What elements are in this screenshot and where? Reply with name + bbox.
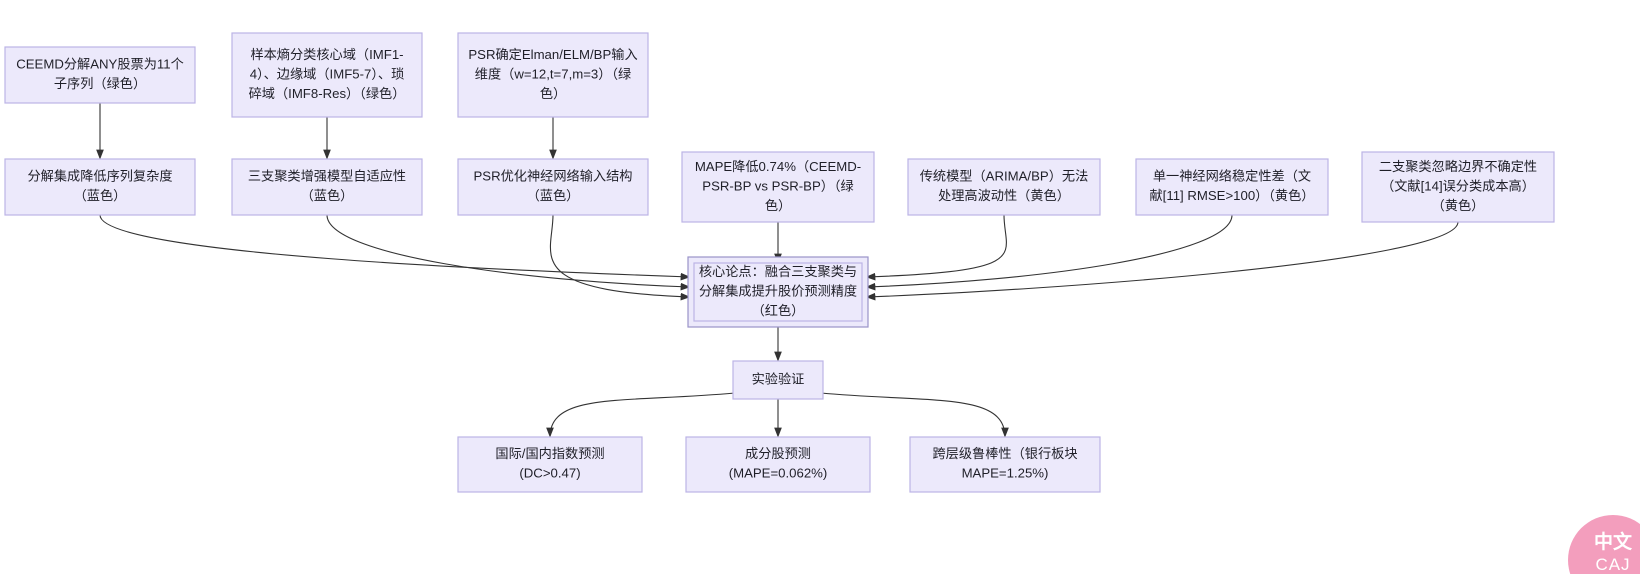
node-box[interactable] — [231, 158, 423, 216]
node-box[interactable] — [909, 436, 1101, 493]
node-r3[interactable]: 跨层级鲁棒性（银行板块 MAPE=1.25%) — [909, 436, 1101, 493]
node-box[interactable] — [907, 158, 1101, 216]
node-label-line: 分解集成提升股价预测精度 — [699, 283, 857, 298]
node-label-line: 核心论点：融合三支聚类与 — [699, 264, 857, 279]
node-label-line: CEEMD分解ANY股票为11个 — [16, 57, 184, 72]
node-label-line: 成分股预测 — [745, 446, 811, 461]
node-box[interactable] — [1361, 151, 1555, 223]
node-box[interactable] — [457, 32, 649, 118]
node-label-line: （红色） — [752, 302, 805, 318]
node-label-line: （蓝色） — [74, 187, 127, 203]
watermark-line2: CAJ — [1595, 555, 1630, 574]
node-box[interactable] — [693, 262, 863, 322]
node-n2[interactable]: 样本熵分类核心域（IMF1- 4）、边缘域（IMF5-7）、琐碎域（IMF8-Re… — [231, 32, 423, 118]
edge-exp-to-r1 — [546, 392, 736, 438]
watermark-line1: 中文 — [1594, 530, 1633, 553]
node-n6[interactable]: PSR优化神经网络输入结构 （蓝色） — [457, 158, 649, 216]
node-label-line: (DC>0.47) — [519, 466, 580, 481]
node-label-line: MAPE降低0.74%（CEEMD- — [695, 159, 861, 174]
edge-exp-to-r3 — [820, 392, 1009, 438]
node-box[interactable] — [231, 32, 423, 118]
node-label-line: 4）、边缘域（IMF5-7）、琐 — [250, 65, 405, 81]
node-label-line: （蓝色） — [301, 187, 354, 203]
node-label-line: 色） — [765, 197, 791, 213]
node-box[interactable] — [4, 46, 196, 104]
node-label-line: 单一神经网络稳定性差（文 — [1153, 169, 1311, 184]
node-label-line: （文献[14]误分类成本高） — [1381, 177, 1535, 193]
edge-n10-to-core — [865, 221, 1459, 301]
node-box[interactable] — [4, 158, 196, 216]
edge-n9-to-core — [865, 214, 1233, 291]
node-box[interactable] — [681, 151, 875, 223]
node-label-line: 色） — [540, 85, 566, 101]
node-label-line: 献[11] RMSE>100）（黄色） — [1149, 187, 1314, 203]
edge-n6-to-core — [549, 214, 691, 301]
node-label-line: （黄色） — [1432, 197, 1485, 213]
node-label-line: 实验验证 — [752, 371, 805, 386]
node-box[interactable] — [732, 360, 824, 400]
node-label-line: 处理高波动性（黄色） — [938, 187, 1070, 203]
node-label-line: PSR-BP vs PSR-BP）（绿 — [702, 178, 853, 193]
edge-n4-to-core — [99, 214, 691, 281]
node-label-line: 分解集成降低序列复杂度 — [27, 169, 172, 184]
node-r2[interactable]: 成分股预测 (MAPE=0.062%) — [685, 436, 871, 493]
watermark: 中文 CAJ — [1568, 515, 1640, 579]
node-box[interactable] — [457, 158, 649, 216]
node-exp[interactable]: 实验验证 — [732, 360, 824, 400]
node-label-line: 碎域（IMF8-Res）（绿色） — [249, 85, 406, 101]
node-label-line: 子序列（绿色） — [54, 75, 146, 91]
watermark-circle — [1568, 515, 1640, 579]
node-n10[interactable]: 二支聚类忽略边界不确定性 （文献[14]误分类成本高） （黄色） — [1361, 151, 1555, 223]
node-box[interactable] — [1135, 158, 1329, 216]
node-label-line: 传统模型（ARIMA/BP）无法 — [920, 169, 1089, 184]
node-box[interactable] — [685, 436, 871, 493]
node-n5[interactable]: 三支聚类增强模型自适应性 （蓝色） — [231, 158, 423, 216]
node-label-line: 样本熵分类核心域（IMF1- — [250, 47, 403, 62]
node-n4[interactable]: 分解集成降低序列复杂度 （蓝色） — [4, 158, 196, 216]
node-label-line: 三支聚类增强模型自适应性 — [248, 169, 406, 184]
node-box[interactable] — [457, 436, 643, 493]
node-label-line: 国际/国内指数预测 — [495, 446, 604, 461]
node-n7[interactable]: MAPE降低0.74%（CEEMD- PSR-BP vs PSR-BP）（绿色） — [681, 151, 875, 223]
node-label-line: 二支聚类忽略边界不确定性 — [1379, 159, 1537, 174]
node-label-line: PSR确定Elman/ELM/BP输入 — [468, 47, 637, 62]
node-label-line: MAPE=1.25%) — [962, 466, 1049, 481]
node-r1[interactable]: 国际/国内指数预测 (DC>0.47) — [457, 436, 643, 493]
edge-n5-to-core — [326, 214, 691, 291]
node-label-line: （蓝色） — [527, 187, 580, 203]
edges-layer — [96, 103, 1459, 438]
edge-n8-to-core — [865, 214, 1007, 281]
node-label-line: PSR优化神经网络输入结构 — [474, 169, 633, 184]
node-label-line: 维度（w=12,t=7,m=3）（绿 — [475, 66, 631, 81]
node-n9[interactable]: 单一神经网络稳定性差（文献[11] RMSE>100）（黄色） — [1135, 158, 1329, 216]
node-label-line: 跨层级鲁棒性（银行板块 — [932, 446, 1077, 461]
node-label-line: (MAPE=0.062%) — [729, 466, 828, 481]
